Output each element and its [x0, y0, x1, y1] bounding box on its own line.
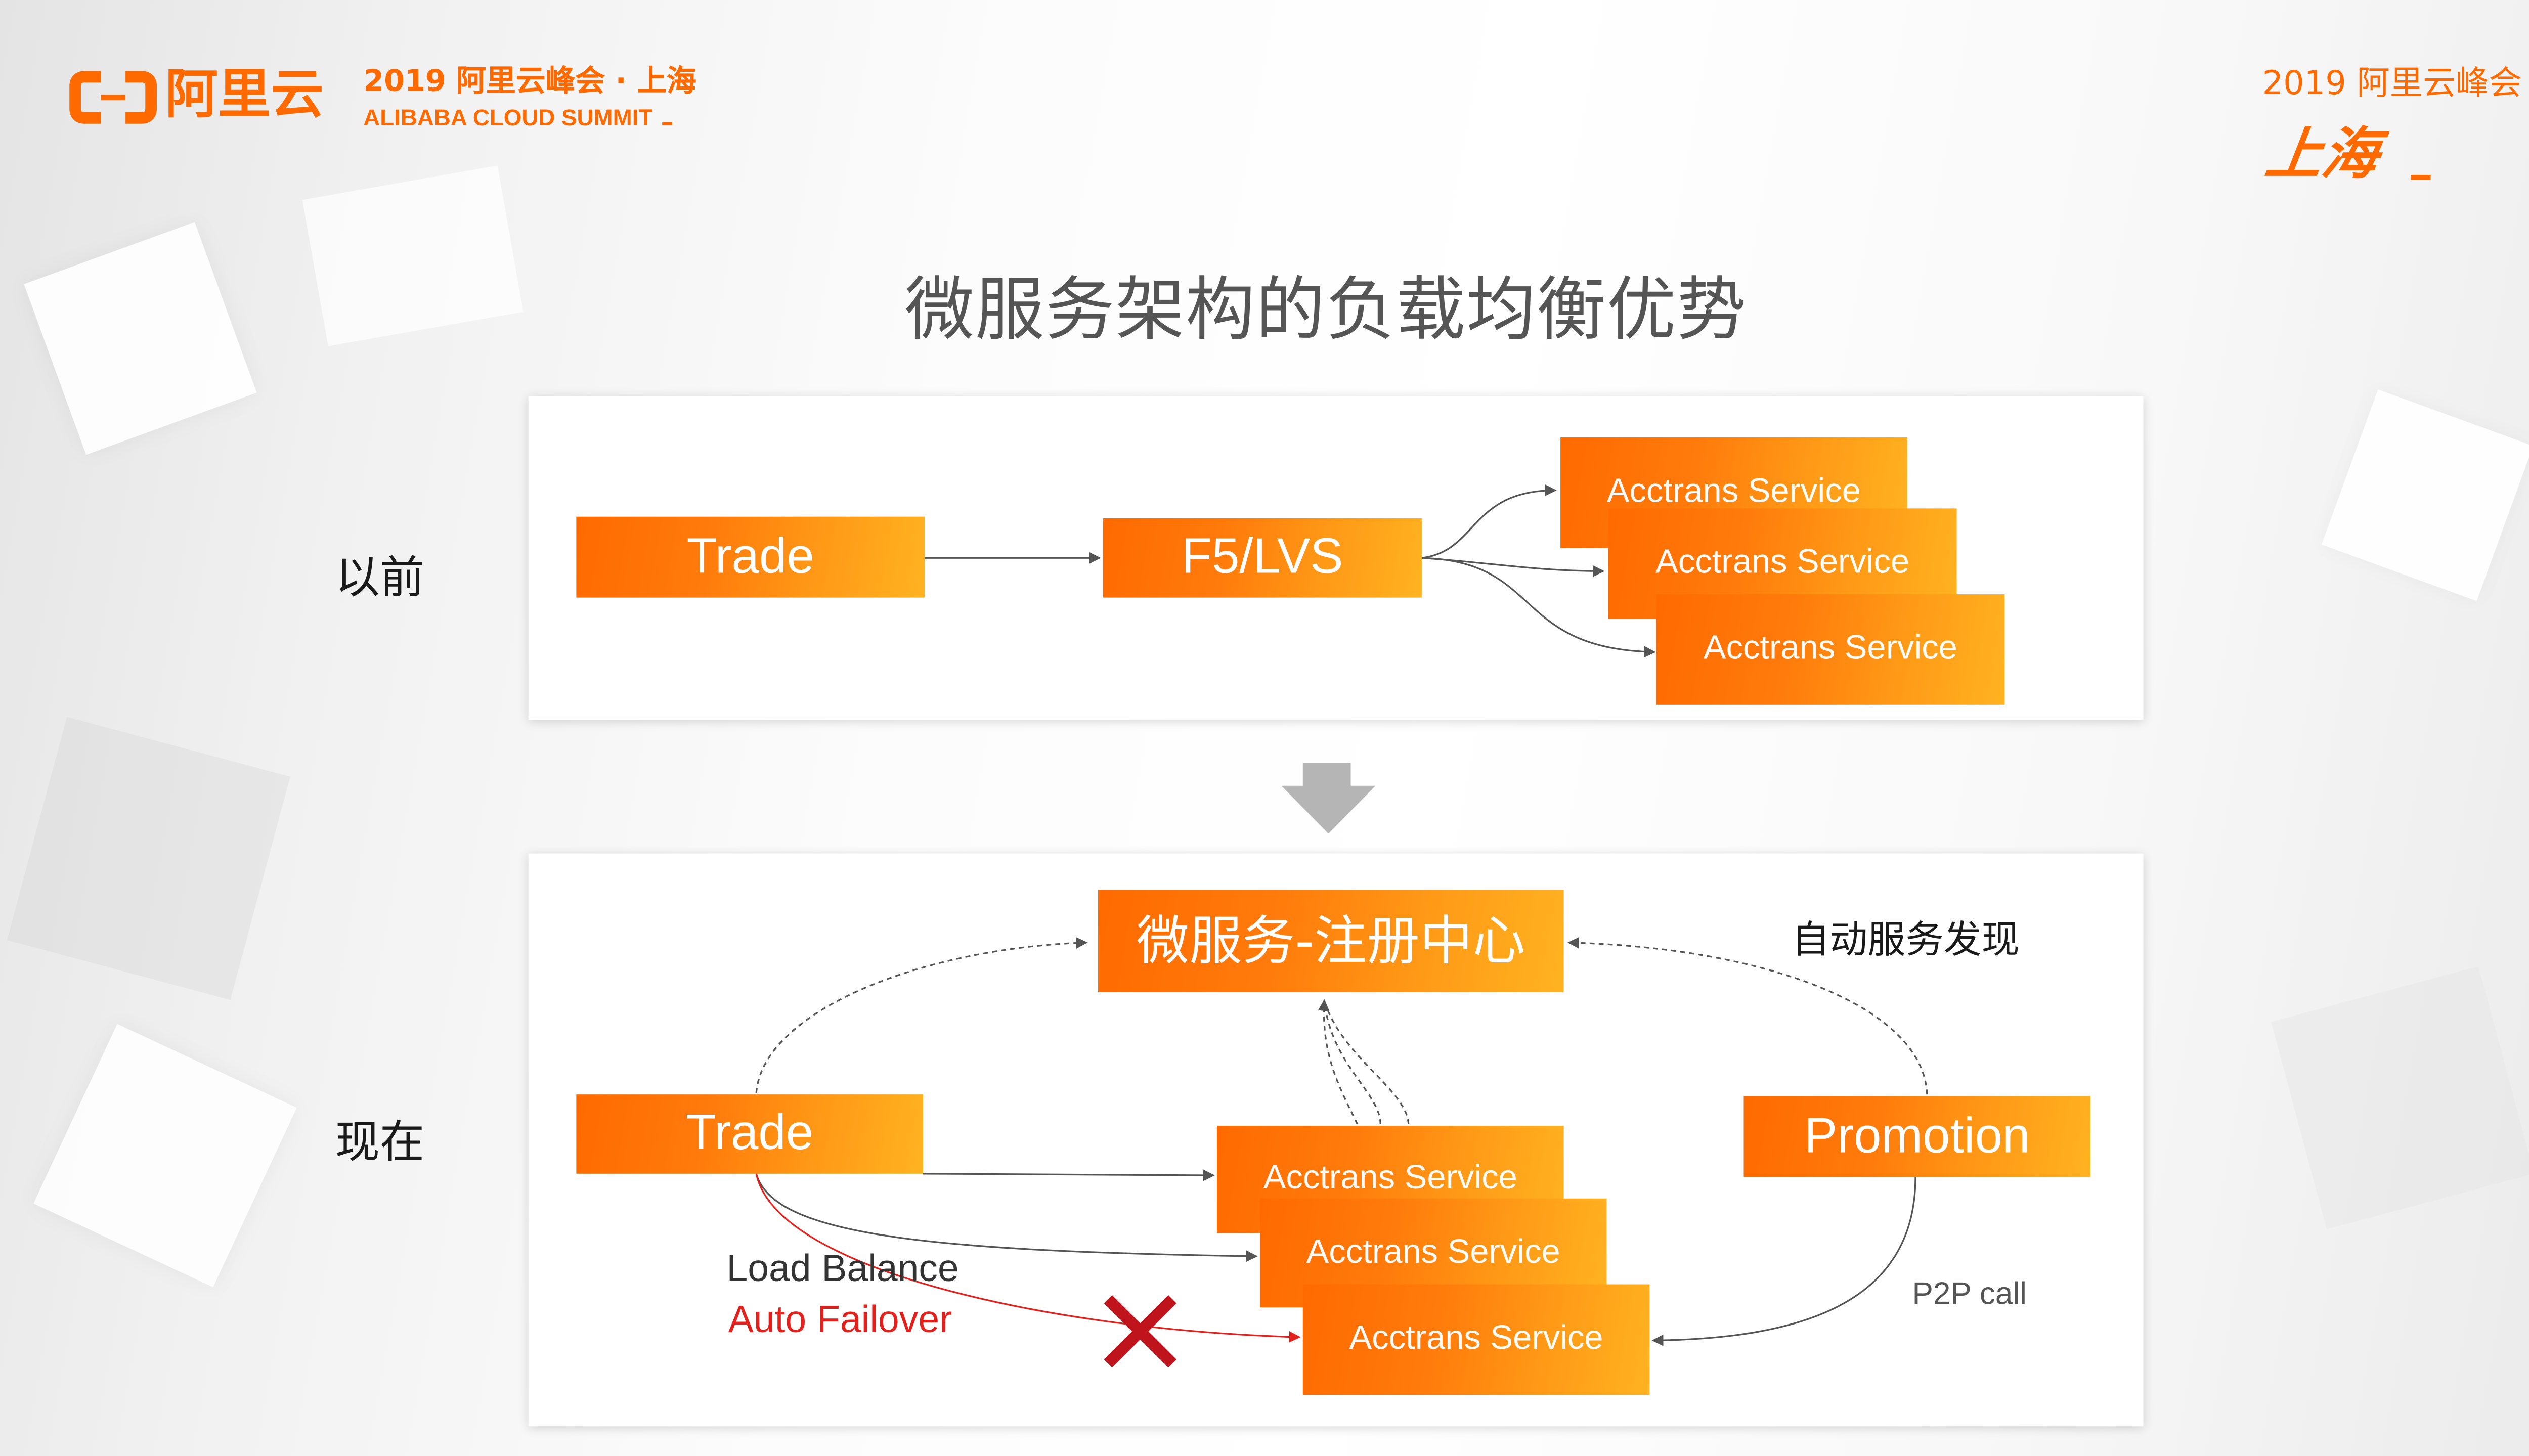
- before-label: 以前: [335, 553, 425, 604]
- discovery-note: 自动服务发现: [1792, 919, 2020, 963]
- node-label: Acctrans Service: [1263, 1159, 1517, 1198]
- logo-right-bracket: [125, 71, 157, 124]
- load-balance-label: Load Balance: [726, 1246, 959, 1290]
- node-label: Acctrans Service: [1703, 629, 1957, 668]
- logo-left-bracket: [69, 71, 101, 124]
- down-arrow-icon: [1281, 763, 1376, 834]
- city-cursor-dash: [2411, 175, 2431, 180]
- p2p-call-label: P2P call: [1912, 1277, 2027, 1313]
- event-title: 2019 阿里云峰会 · 上海: [363, 64, 696, 99]
- promotion-node: Promotion: [1743, 1096, 2091, 1177]
- event-right-title: 2019 阿里云峰会: [2262, 63, 2522, 103]
- after-label: 现在: [335, 1117, 425, 1169]
- arrow-f5-to-service-3: [1421, 557, 1656, 658]
- arrow-trade-to-service-3-failover: [755, 1173, 1301, 1343]
- f5-lvs-node: F5/LVS: [1103, 518, 1422, 598]
- dashed-service-to-registry: [1323, 1000, 1410, 1124]
- dashed-trade-to-registry: [755, 937, 1088, 1093]
- after-acctrans-service-3: Acctrans Service: [1302, 1284, 1650, 1395]
- dashed-service-to-registry: [1323, 1000, 1381, 1124]
- registry-node: 微服务-注册中心: [1098, 890, 1564, 992]
- node-label: Trade: [686, 1106, 814, 1161]
- node-label: Acctrans Service: [1606, 472, 1861, 511]
- arrow-trade-to-service-1: [923, 1169, 1215, 1181]
- dashed-promotion-to-registry: [1567, 937, 1928, 1095]
- arrow-f5-to-service-1: [1421, 484, 1557, 559]
- before-trade-node: Trade: [576, 516, 925, 598]
- before-acctrans-service-3: Acctrans Service: [1656, 594, 2005, 705]
- arrow-trade-to-service-2: [755, 1173, 1258, 1262]
- brand-name: 阿里云: [165, 63, 324, 126]
- slide-title: 微服务架构的负载均衡优势: [904, 269, 1748, 350]
- node-label: Acctrans Service: [1349, 1319, 1603, 1357]
- dashed-service-to-registry: [1318, 999, 1359, 1125]
- alibaba-cloud-bracket-icon: [69, 71, 157, 124]
- event-subtitle: ALIBABA CLOUD SUMMIT: [363, 104, 653, 130]
- subtitle-cursor-dash: [662, 122, 672, 126]
- red-x-stroke: [1104, 1295, 1176, 1368]
- node-label: Promotion: [1804, 1108, 2030, 1163]
- event-right-city: 上海: [2261, 122, 2383, 189]
- arrow-promotion-to-service-3: [1651, 1177, 1916, 1346]
- auto-failover-label: Auto Failover: [728, 1297, 952, 1341]
- node-label: Trade: [686, 529, 814, 584]
- node-label: Acctrans Service: [1306, 1232, 1560, 1271]
- node-label: F5/LVS: [1182, 530, 1343, 585]
- node-label: Acctrans Service: [1655, 543, 1910, 582]
- alibaba-cloud-bracket-icon-svg: [69, 71, 157, 124]
- node-label: 微服务-注册中心: [1136, 909, 1525, 973]
- red-x-icon: [1104, 1295, 1176, 1368]
- after-trade-node: Trade: [576, 1094, 923, 1174]
